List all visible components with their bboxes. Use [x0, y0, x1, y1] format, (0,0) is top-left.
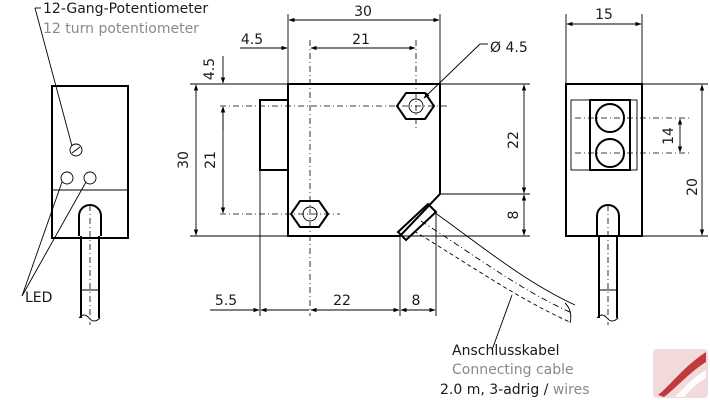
led-leader: [21, 181, 63, 297]
dim-side-width-label: 15: [595, 7, 613, 23]
sensor-body-side: [565, 83, 643, 237]
lens-frame: [589, 99, 631, 171]
dim-top-width-label: 30: [354, 4, 372, 20]
potentiometer-icon: [69, 143, 83, 157]
dim-hole-diameter-label: Ø 4.5: [490, 40, 528, 56]
cable-break-front: [564, 302, 572, 324]
dim-hole-spacing-v-label: 21: [203, 151, 219, 169]
side-view: [565, 14, 708, 325]
dim-side-height-label: 20: [685, 178, 701, 196]
cable-edge-front: [433, 211, 576, 306]
potentiometer-label-de: 12-Gang-Potentiometer: [43, 1, 208, 17]
potentiometer-leader: [34, 7, 73, 147]
cable-spec-prefix: 2.0 m, 3-adrig /: [440, 382, 553, 398]
cable-label-en: Connecting cable: [452, 362, 574, 378]
led-left: [60, 171, 74, 185]
led-label: LED: [25, 290, 52, 306]
potentiometer-label-en: 12 turn potentiometer: [43, 21, 199, 37]
sensor-body-top: [51, 85, 129, 239]
led-leader: [21, 181, 87, 297]
lens-outline: [570, 99, 638, 171]
dim-hole-offset-y-label: 4.5: [202, 58, 218, 80]
mounting-nut-lower: [289, 200, 330, 228]
dim-right-lower-label: 8: [506, 211, 522, 220]
dim-right-upper-label: 22: [506, 131, 522, 149]
cable-spec-suffix: wires: [553, 382, 590, 398]
cable-gland-front: [396, 202, 438, 242]
dim-height-left-label: 30: [176, 151, 192, 169]
cable-break: [78, 314, 101, 322]
dim-hole-spacing-h-label: 21: [352, 32, 370, 48]
mounting-hole-upper: [408, 98, 424, 114]
top-view: [21, 7, 129, 325]
cable-leader: [491, 294, 513, 351]
dim-diameter-leader: [423, 43, 481, 99]
dim-hole-offset-x-label: 4.5: [241, 32, 263, 48]
dim-bottom-b-label: 22: [333, 293, 351, 309]
front-view: [190, 14, 576, 351]
lens-housing: [259, 99, 289, 171]
led-right: [83, 171, 97, 185]
potentiometer-slot: [71, 146, 81, 154]
cable-spec: 2.0 m, 3-adrig / wires: [440, 382, 590, 398]
dim-bottom-c-label: 8: [412, 293, 421, 309]
cable-edge-front: [413, 230, 571, 323]
side-dimensions: [566, 21, 705, 236]
sensor-body-front: [287, 83, 441, 237]
dim-lens-height-label: 14: [661, 127, 677, 145]
front-dimensions: [193, 17, 527, 313]
cable-label-de: Anschlusskabel: [452, 343, 560, 359]
cable-axis-front: [420, 220, 573, 314]
cable-break-side: [596, 314, 619, 322]
logo-icon: [653, 349, 708, 398]
dim-bottom-a-label: 5.5: [215, 293, 237, 309]
